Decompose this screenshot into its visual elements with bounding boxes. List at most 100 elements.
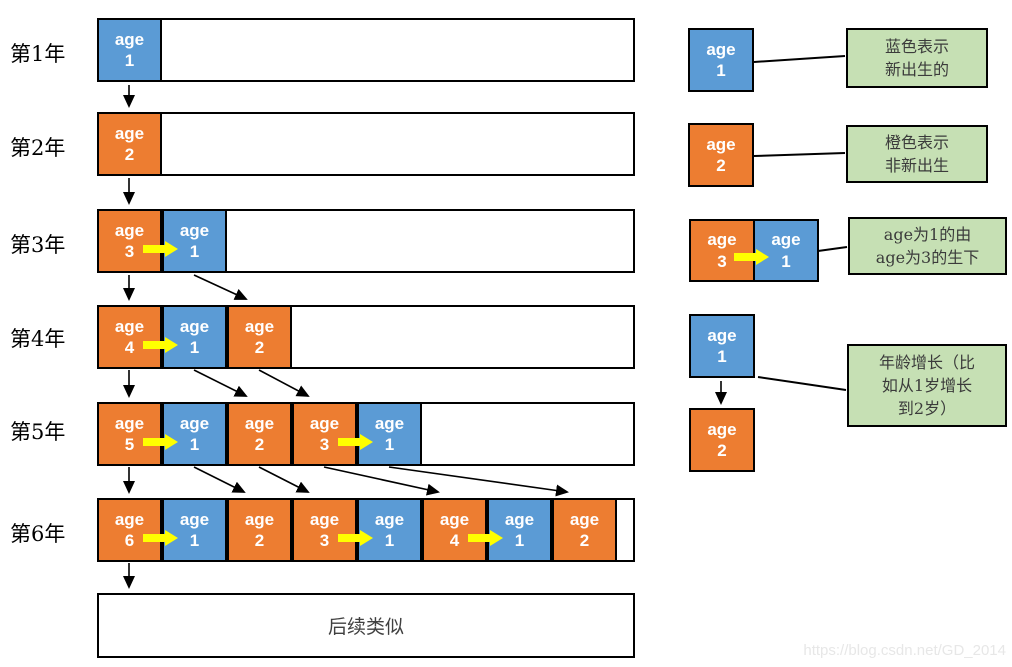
- note-line: 如从1岁增长: [881, 375, 973, 395]
- aging-arrow: [193, 274, 248, 300]
- birth-arrow-icon: [143, 337, 178, 353]
- age-box-num: 2: [124, 145, 135, 164]
- aging-arrow: [258, 466, 310, 493]
- age-box-num: 2: [716, 156, 726, 175]
- age-box-word: age: [706, 134, 736, 154]
- age-box-word: age: [439, 509, 470, 529]
- age-box-num: 5: [124, 435, 135, 454]
- note-blue-meaning: 蓝色表示 新出生的: [846, 28, 988, 88]
- legend-sample-age-before: age 1: [689, 314, 755, 378]
- age-box-word: age: [179, 509, 210, 529]
- age-box: age 4: [97, 305, 162, 369]
- age-box: age 6: [97, 498, 162, 562]
- note-line: age为3的生下: [875, 248, 980, 267]
- age-box-num: 2: [254, 435, 265, 454]
- age-box: age 1: [162, 209, 227, 273]
- age-box-num: 1: [189, 531, 200, 550]
- age-box-num: 4: [449, 531, 460, 550]
- year-row-4: age 4 age 1 age 2: [97, 305, 635, 369]
- age-box-num: 2: [579, 531, 590, 550]
- birth-arrow-icon: [734, 249, 769, 265]
- aging-arrow: [193, 466, 246, 493]
- age-box-num: 2: [254, 531, 265, 550]
- year-row-5: age 5 age 1 age 2 age 3 age 1: [97, 402, 635, 466]
- age-box: age 2: [552, 498, 617, 562]
- note-orange-meaning: 橙色表示 非新出生: [846, 125, 988, 183]
- age-box-num: 3: [717, 251, 727, 271]
- age-box: age 2: [97, 112, 162, 176]
- year-label-3: 第3年: [10, 233, 66, 257]
- legend-sample-age-after: age 2: [689, 408, 755, 472]
- age-box-num: 1: [189, 338, 200, 357]
- age-box-word: age: [114, 123, 145, 143]
- note-birth-meaning: age为1的由 age为3的生下: [848, 217, 1007, 275]
- age-box: age 3: [292, 402, 357, 466]
- age-box-num: 3: [319, 435, 330, 454]
- age-box-word: age: [244, 509, 275, 529]
- age-box-word: age: [244, 413, 275, 433]
- note-line: 非新出生: [884, 156, 949, 175]
- age-box-word: age: [706, 39, 736, 59]
- aging-arrow: [258, 369, 310, 397]
- age-box-num: 4: [124, 338, 135, 357]
- age-box-word: age: [374, 509, 405, 529]
- note-connector: [817, 246, 848, 252]
- age-box-word: age: [309, 509, 340, 529]
- age-box-word: age: [114, 29, 145, 49]
- birth-arrow-icon: [338, 434, 373, 450]
- age-box: age 1: [97, 18, 162, 82]
- legend-sample-newborn: age 1: [688, 28, 754, 92]
- age-box-word: age: [569, 509, 600, 529]
- age-box-num: 2: [254, 338, 265, 357]
- watermark: https://blog.csdn.net/GD_2014: [803, 642, 1006, 659]
- note-line: 蓝色表示: [884, 36, 949, 56]
- age-box-num: 3: [319, 531, 330, 550]
- aging-arrow: [193, 369, 248, 397]
- age-box-word: age: [707, 230, 737, 250]
- note-line: 年龄增长（比: [878, 352, 975, 372]
- age-box-num: 2: [717, 441, 727, 460]
- continuation-label: 后续类似: [327, 616, 404, 638]
- age-box-num: 1: [514, 531, 525, 550]
- age-box-word: age: [707, 325, 737, 345]
- note-line: 橙色表示: [884, 132, 949, 152]
- year-row-2: age 2: [97, 112, 635, 176]
- age-box-word: age: [114, 509, 145, 529]
- age-box-word: age: [114, 413, 145, 433]
- aging-arrow: [323, 466, 440, 496]
- age-box-word: age: [504, 509, 535, 529]
- age-box-num: 1: [716, 61, 726, 80]
- note-connector: [757, 376, 847, 391]
- legend-sample-grown: age 2: [688, 123, 754, 187]
- age-box-num: 3: [124, 242, 135, 261]
- age-box-word: age: [771, 230, 801, 250]
- age-box-word: age: [179, 413, 210, 433]
- age-box: age 2: [227, 305, 292, 369]
- birth-arrow-icon: [338, 530, 373, 546]
- note-line: 新出生的: [884, 60, 949, 79]
- note-connector: [753, 55, 846, 63]
- age-box: age 5: [97, 402, 162, 466]
- birth-arrow-icon: [143, 241, 178, 257]
- age-box-num: 1: [189, 435, 200, 454]
- age-box-num: 1: [189, 242, 200, 261]
- year-label-1: 第1年: [10, 42, 66, 66]
- age-box: age 4: [422, 498, 487, 562]
- year-row-6: age 6 age 1 age 2 age 3 age 1 age 4 age …: [97, 498, 635, 562]
- aging-arrow: [388, 466, 569, 497]
- year-row-3: age 3 age 1: [97, 209, 635, 273]
- age-box: age 3: [97, 209, 162, 273]
- age-box-word: age: [374, 413, 405, 433]
- age-box-word: age: [179, 316, 210, 336]
- note-line: 到2岁）: [897, 399, 957, 419]
- year-label-6: 第6年: [10, 522, 66, 546]
- year-label-5: 第5年: [10, 420, 66, 444]
- age-box: age 3: [292, 498, 357, 562]
- age-box-word: age: [114, 316, 145, 336]
- age-box-num: 1: [781, 251, 791, 271]
- note-line: age为1的由: [883, 224, 972, 244]
- note-connector: [753, 152, 846, 157]
- age-box-num: 6: [124, 531, 135, 550]
- age-box-word: age: [179, 220, 210, 240]
